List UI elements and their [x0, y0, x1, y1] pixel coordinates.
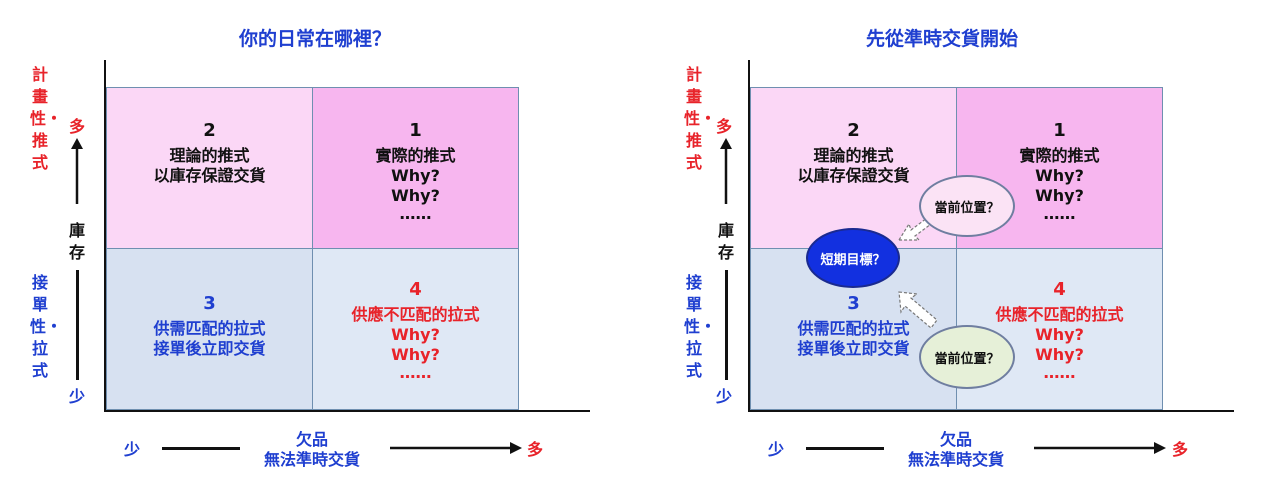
left-x-low: 少 [124, 440, 141, 459]
left-q1-label: 實際的推式 [375, 146, 456, 165]
right-y-bottom-label: 接單性・拉式 [684, 272, 716, 382]
left-q1-line2: Why? [391, 166, 440, 185]
left-y-top-label: 計畫性・推式 [30, 64, 62, 174]
left-q1-line4: …… [399, 204, 432, 223]
right-y-low: 少 [716, 387, 733, 406]
right-y-middle-label: 庫存 [716, 220, 736, 264]
right-x-label2: 無法準時交貨 [907, 450, 1004, 469]
left-q4-line3: Why? [391, 345, 440, 364]
left-x-label2: 無法準時交貨 [263, 450, 360, 469]
left-quadrant-2: 2 理論的推式 以庫存保證交貨 [106, 87, 313, 249]
left-y-top-label-text: 計畫性・推式 [30, 65, 63, 172]
left-y-up-arrow-icon [71, 138, 83, 204]
left-y-low: 少 [69, 387, 86, 406]
left-x-line [162, 447, 240, 450]
left-y-middle-text: 庫存 [68, 221, 85, 262]
right-x-label1: 欠品 [939, 430, 972, 449]
left-x-label1: 欠品 [295, 430, 328, 449]
right-q1-label: 實際的推式 [1019, 146, 1100, 165]
left-q3-line2: 接單後立即交貨 [153, 339, 266, 358]
right-y-axis [748, 60, 750, 412]
left-y-line [76, 270, 79, 380]
right-q1-line3: Why? [1035, 186, 1084, 205]
right-x-high: 多 [1172, 440, 1189, 459]
left-q4-label: 供應不匹配的拉式 [351, 305, 480, 324]
short-term-goal-bubble: 短期目標？ [806, 228, 900, 288]
left-q1-num: 1 [409, 120, 422, 141]
left-y-middle-label: 庫存 [67, 220, 87, 264]
left-y-bottom-label: 接單性・拉式 [30, 272, 62, 382]
current-position-bottom-bubble: 當前位置？ [919, 325, 1015, 389]
right-q4-num: 4 [1053, 279, 1066, 300]
left-q4-line2: Why? [391, 325, 440, 344]
left-y-bottom-label-text: 接單性・拉式 [30, 273, 63, 380]
right-x-low: 少 [768, 440, 785, 459]
left-x-right-arrow-icon [390, 442, 522, 454]
left-y-high: 多 [69, 117, 86, 136]
right-q4-label: 供應不匹配的拉式 [995, 305, 1124, 324]
right-q2-line2: 以庫存保證交貨 [797, 166, 910, 185]
right-q4-line2: Why? [1035, 325, 1084, 344]
right-y-up-arrow-icon [720, 138, 732, 204]
right-q2-label: 理論的推式 [813, 146, 894, 165]
current-position-top-bubble: 當前位置？ [919, 175, 1015, 237]
left-q2-line2: 以庫存保證交貨 [153, 166, 266, 185]
lower-dashed-arrow-icon [898, 291, 938, 329]
left-quadrant-4: 4 供應不匹配的拉式 Why? Why? …… [312, 248, 519, 410]
left-q3-num: 3 [203, 293, 216, 314]
right-y-high: 多 [716, 117, 733, 136]
right-y-top-label-text: 計畫性・推式 [684, 65, 717, 172]
right-q1-num: 1 [1053, 120, 1066, 141]
right-q3-label: 供需匹配的拉式 [797, 319, 910, 338]
right-q3-line2: 接單後立即交貨 [797, 339, 910, 358]
left-q3-label: 供需匹配的拉式 [153, 319, 266, 338]
right-y-bottom-label-text: 接單性・拉式 [684, 273, 717, 380]
right-x-right-arrow-icon [1034, 442, 1166, 454]
right-q4-line4: …… [1043, 363, 1076, 382]
left-q2-label: 理論的推式 [169, 146, 250, 165]
left-quadrant-3: 3 供需匹配的拉式 接單後立即交貨 [106, 248, 313, 410]
left-q1-line3: Why? [391, 186, 440, 205]
right-x-axis [748, 410, 1234, 412]
left-q2-num: 2 [203, 120, 216, 141]
left-title: 你的日常在哪裡？ [238, 28, 391, 50]
right-q2-num: 2 [847, 120, 860, 141]
right-title: 先從準時交貨開始 [865, 28, 1018, 50]
left-q4-line4: …… [399, 363, 432, 382]
right-q1-line2: Why? [1035, 166, 1084, 185]
right-q3-num: 3 [847, 293, 860, 314]
right-x-line [806, 447, 884, 450]
upper-dashed-arrow-icon [897, 217, 932, 241]
left-y-axis [104, 60, 106, 412]
right-y-line [725, 270, 728, 380]
left-q4-num: 4 [409, 279, 422, 300]
left-x-high: 多 [527, 440, 544, 459]
right-q1-line4: …… [1043, 204, 1076, 223]
right-q4-line3: Why? [1035, 345, 1084, 364]
left-quadrant-1: 1 實際的推式 Why? Why? …… [312, 87, 519, 249]
right-y-top-label: 計畫性・推式 [684, 64, 716, 174]
right-y-middle-text: 庫存 [717, 221, 734, 262]
left-x-axis [104, 410, 590, 412]
